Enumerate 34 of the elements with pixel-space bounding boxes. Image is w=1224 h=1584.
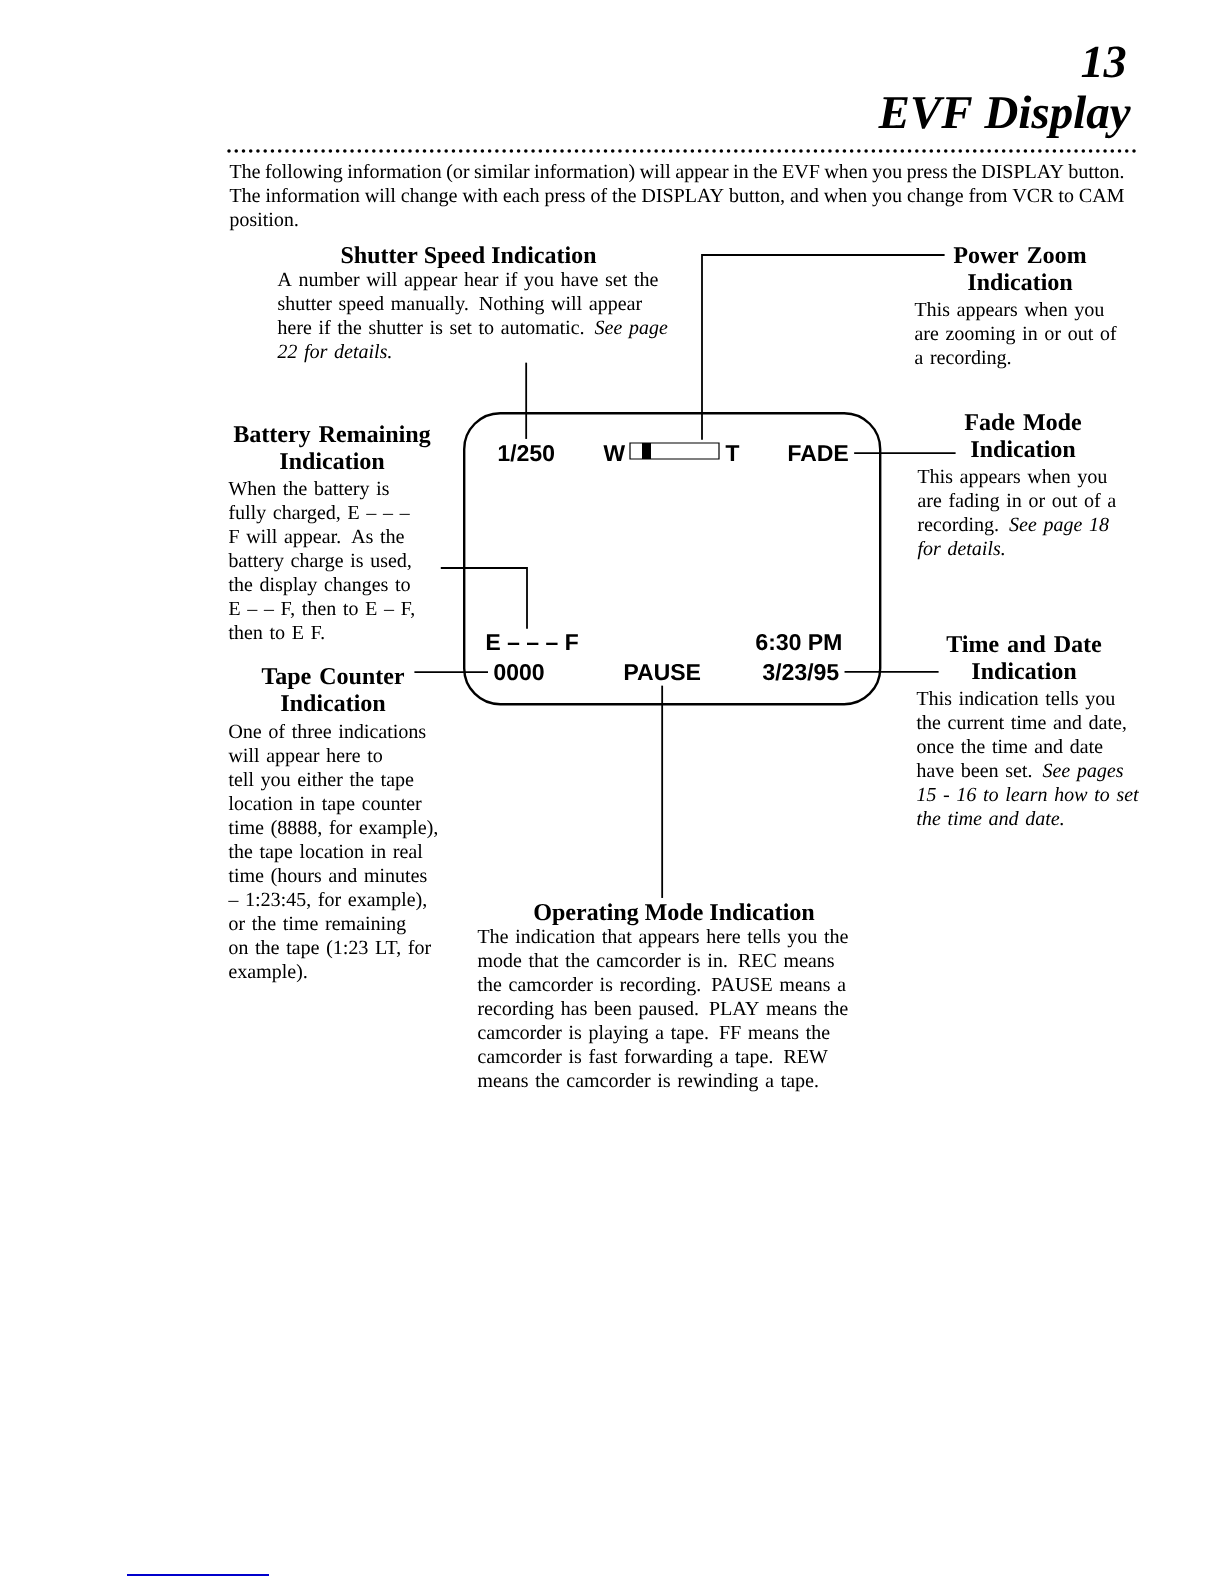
leader-line (525, 361, 528, 440)
page-number: 13 (1081, 46, 1126, 78)
display-reading: 1/250 (498, 444, 554, 462)
description-text: When the battery is fully charged, E – – – F will appear. As the battery charge is used, the display changes to E – – F, then to E – F, then to E F. (228, 481, 414, 640)
leader-line (413, 671, 489, 673)
description-text: This appears when you are fading in or out of a recording. See page 18 for details. (917, 469, 1116, 560)
description-text: This appears when you are zooming in or out of a recording. (914, 302, 1117, 369)
description-text: A number will appear hear if you have set the shutter speed manually. Nothing will appear here if the shutter is set to automatic. See page 22 for details. (277, 271, 668, 363)
leader-line (701, 254, 946, 441)
display-reading: E – – – F (486, 634, 578, 650)
display-reading: 6:30 PM (756, 633, 841, 651)
description-text: The indication that appears here tells you the mode that the camcorder is in. REC means the camcorder is recording. PAUSE means a recording has been paused. PLAY means the camcorder is playing a tape. FF means the camcorder is fast forwarding a tape. REW means the camcorder is rewinding a tape. (477, 929, 848, 1092)
display-reading: W (603, 445, 626, 461)
display-reading: T (725, 445, 740, 461)
section-heading: Battery Remaining Indication (233, 425, 431, 470)
leader-line (439, 567, 528, 630)
intro-paragraph: The following information (or similar information) will appear in the EVF when you press the DISPLAY button. The information will change with each press of the DISPLAY button, and when you change from VCR to CAM position. (229, 163, 1124, 231)
display-reading: PAUSE (624, 663, 700, 681)
display-reading: 0000 (494, 663, 544, 681)
display-reading: 3/23/95 (762, 663, 839, 681)
page-title: EVF Display (878, 95, 1131, 139)
description-text: One of three indications will appear here to tell you either the tape location in tape counter time (8888, for example), the tape location in real time (hours and minutes – 1:23:45, for example), or the time remaining on the tape (1:23 LT, for example). (228, 723, 438, 983)
section-heading: Operating Mode Indication (534, 903, 815, 926)
leader-line (661, 684, 664, 899)
leader-line (853, 452, 957, 454)
display-reading: FADE (788, 445, 848, 461)
description-text: This indication tells you the current time and date, once the time and date have been set. See pages 15 - 16 to learn how to set the time and date. (916, 691, 1139, 826)
section-heading: Power Zoom Indication (953, 247, 1087, 291)
section-heading: Shutter Speed Indication (341, 246, 597, 269)
viewfinder-screen (463, 412, 882, 706)
section-heading: Time and Date Indication (946, 635, 1102, 680)
section-heading: Tape Counter Indication (261, 668, 405, 712)
section-heading: Fade Mode Indication (964, 413, 1082, 458)
leader-line (843, 671, 940, 673)
